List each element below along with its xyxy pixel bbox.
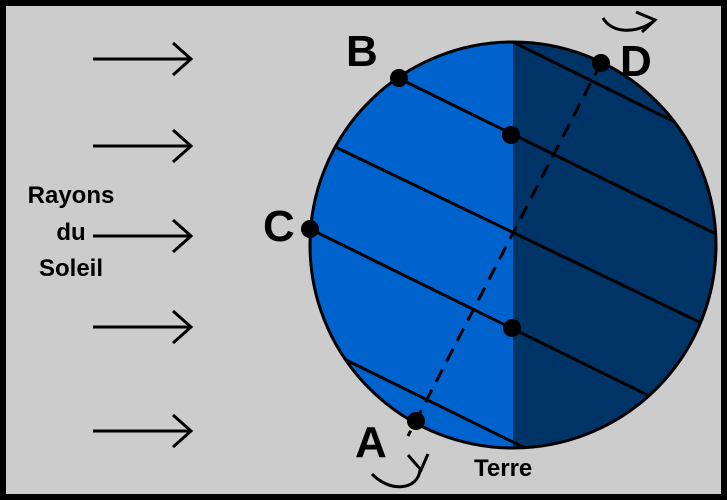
point-c-dot <box>301 220 319 238</box>
ray-arrow-1 <box>93 41 194 77</box>
point-d-dot <box>592 54 610 72</box>
upper-center-dot <box>502 126 520 144</box>
latitude-line-2 <box>397 76 716 238</box>
sun-rays-label-line-2: du <box>56 219 85 246</box>
earth <box>301 40 718 450</box>
rotation-arrow-bottom <box>370 453 430 489</box>
point-b-label: B <box>346 27 378 76</box>
point-b-dot <box>390 69 408 87</box>
ray-arrow-4 <box>93 309 194 345</box>
point-d-label: D <box>620 37 652 86</box>
latitude-line-1 <box>512 42 696 134</box>
latitude-lines <box>310 42 716 448</box>
ray-arrow-3 <box>93 218 194 254</box>
sun-rays <box>93 41 194 449</box>
earth-label: Terre <box>474 455 532 482</box>
sun-rays-label-line-3: Soleil <box>39 255 103 282</box>
point-c-label: C <box>263 202 295 251</box>
point-a-label: A <box>355 418 387 467</box>
ray-arrow-5 <box>93 413 194 449</box>
latitude-line-5 <box>339 355 526 448</box>
latitude-line-3 <box>324 140 716 334</box>
ray-arrow-2 <box>93 128 194 164</box>
lower-center-dot <box>503 319 521 337</box>
rotation-arrow-top <box>601 10 658 34</box>
earth-axis <box>406 62 603 437</box>
sun-rays-label-line-1: Rayons <box>28 182 115 209</box>
earth-outline <box>308 40 718 450</box>
latitude-line-4 <box>310 227 681 413</box>
point-a-dot <box>407 412 425 430</box>
